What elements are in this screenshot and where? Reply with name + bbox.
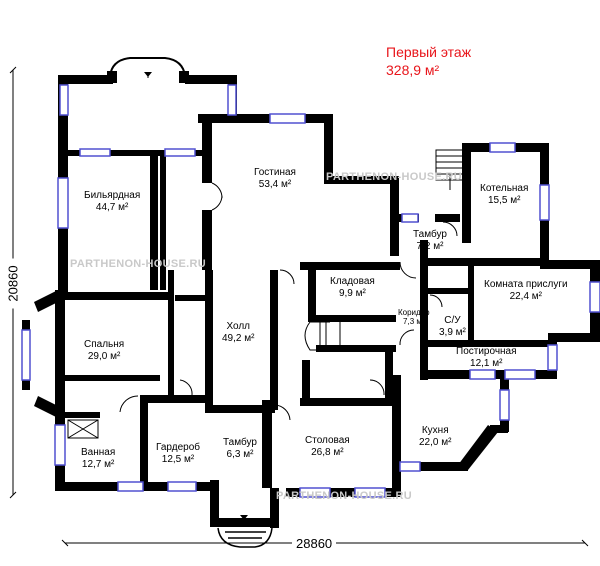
room-area: 12,1 м² [470,358,503,369]
room-vestibule-2: Тамбур 6,3 м² [223,437,257,461]
room-area: 44,7 м² [95,202,129,213]
room-name: Тамбур [223,437,257,448]
room-area: 9,9 м² [338,288,366,299]
room-servant: Комната прислуги 22,4 м² [484,279,568,303]
room-area: 7,3 м² [403,317,425,326]
entrance-steps [217,515,273,548]
bathroom-fixtures [67,419,99,439]
room-area: 29,0 м² [87,351,121,362]
floor-title: Первый этаж [386,44,472,60]
room-area: 26,8 м² [311,447,344,458]
room-wardrobe: Гардероб 12,5 м² [156,442,200,466]
room-name: Холл [226,321,251,332]
room-name: Гостиная [254,167,296,178]
door-swings [119,182,458,421]
room-name: Ванная [81,447,116,458]
room-area: 3,9 м² [439,327,466,338]
watermark: PARTHENON-HOUSE.RU [276,490,412,502]
room-name: Кладовая [330,276,375,287]
room-area: 22,0 м² [419,437,452,448]
room-corridor: Коридор 7,3 м² [398,308,430,326]
room-area: 12,5 м² [161,454,195,465]
room-area: 53,4 м² [258,179,292,190]
room-area: 49,2 м² [222,333,255,344]
floor-total-area: 328,9 м² [386,62,440,78]
room-area: 22,4 м² [509,291,543,302]
inner-walls [58,123,548,488]
watermark: PARTHENON-HOUSE.RU [70,258,206,270]
room-wc: С/У 3,9 м² [439,315,466,339]
watermark: PARTHENON-HOUSE.RU [326,171,462,183]
room-laundry: Постирочная 12,1 м² [456,346,517,370]
room-name: Гардероб [156,442,200,453]
room-name: Спальня [84,339,125,350]
dimension-height: 20860 [5,258,21,309]
room-name: Котельная [480,183,529,194]
top-bay [107,57,189,83]
room-area: 15,5 м² [487,195,521,206]
room-vestibule-1: Тамбур 7,2 м² [413,229,447,253]
room-bedroom: Спальня 29,0 м² [84,339,124,363]
room-name: С/У [444,315,461,326]
room-dining: Столовая 26,8 м² [305,435,350,459]
dimension-width: 28860 [292,536,337,551]
dimension-lines [9,66,589,547]
room-name: Тамбур [413,229,447,240]
room-living: Гостиная 53,4 м² [254,167,296,191]
room-storage: Кладовая 9,9 м² [330,276,375,300]
room-hall: Холл 49,2 м² [222,321,254,345]
room-name: Коридор [398,308,430,317]
room-name: Бильярдная [84,190,141,201]
room-name: Кухня [421,425,449,436]
hall-stairs [304,321,341,351]
room-name: Столовая [305,435,350,446]
room-bathroom: Ванная 12,7 м² [81,447,115,471]
windows [21,84,600,498]
room-boiler: Котельная 15,5 м² [480,183,528,207]
room-kitchen: Кухня 22,0 м² [419,425,451,449]
stairs [435,149,465,190]
room-area: 12,7 м² [81,459,115,470]
room-area: 7,2 м² [416,241,444,252]
room-name: Постирочная [456,346,517,357]
room-area: 6,3 м² [226,449,254,460]
room-billiard: Бильярдная 44,7 м² [84,190,140,214]
room-name: Комната прислуги [484,279,568,290]
